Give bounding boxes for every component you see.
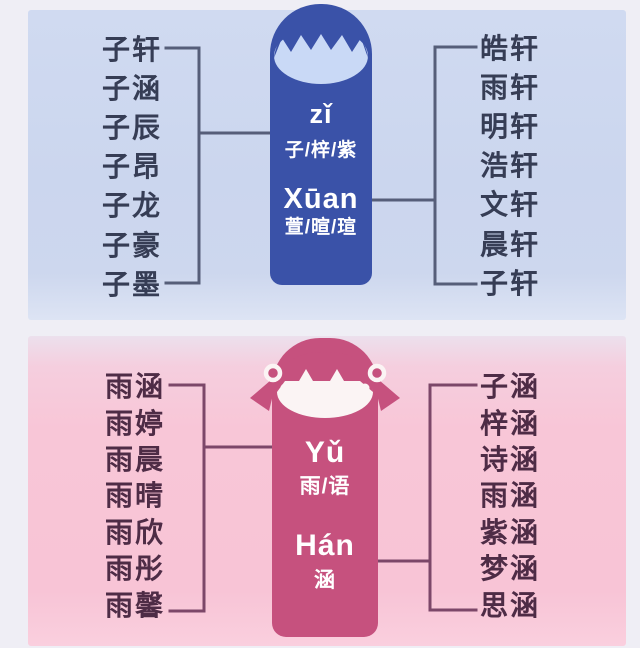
name-item: 雨涵 — [479, 480, 540, 512]
name-item: 子涵 — [479, 371, 540, 403]
banner-hanzi: 涵 — [314, 569, 336, 592]
girl-right-name-list: 子涵 梓涵 诗涵 雨涵 紫涵 梦涵 思涵 — [450, 367, 570, 622]
boy-face-icon — [274, 24, 368, 84]
girl-left-name-list: 雨涵 雨婷 雨晨 雨晴 雨欣 雨彤 雨馨 — [75, 367, 195, 622]
name-item: 雨涵 — [104, 371, 165, 403]
name-item: 晨轩 — [479, 228, 540, 260]
name-item: 雨婷 — [104, 407, 165, 439]
boy-right-name-list: 皓轩 雨轩 明轩 浩轩 文轩 晨轩 子轩 — [450, 27, 570, 301]
name-item: 子涵 — [101, 72, 162, 104]
name-item: 诗涵 — [479, 443, 540, 475]
name-item: 雨晴 — [104, 480, 165, 512]
name-item: 子昂 — [101, 151, 162, 183]
name-item: 子墨 — [101, 268, 162, 300]
name-item: 浩轩 — [479, 150, 540, 182]
name-item: 子龙 — [101, 190, 162, 222]
name-item: 雨轩 — [479, 71, 540, 103]
name-item: 子轩 — [479, 267, 540, 299]
banner-pinyin: Hán — [295, 529, 355, 562]
name-item: 子轩 — [101, 33, 162, 65]
boy-left-name-list: 子轩 子涵 子辰 子昂 子龙 子豪 子墨 — [72, 28, 192, 302]
name-item: 子豪 — [101, 229, 162, 261]
name-item: 雨晨 — [104, 443, 165, 475]
name-item: 子辰 — [101, 111, 162, 143]
name-item: 紫涵 — [479, 516, 540, 548]
banner-hanzi: 萱/暄/瑄 — [284, 217, 358, 238]
name-item: 梓涵 — [479, 407, 540, 439]
name-item: 梦涵 — [479, 553, 540, 585]
girl-face-icon — [250, 352, 400, 418]
banner-hanzi: 雨/语 — [299, 475, 351, 498]
name-item: 明轩 — [479, 110, 540, 142]
boy-name-banner: zǐ 子/梓/紫 Xūan 萱/暄/瑄 — [270, 4, 372, 285]
banner-hanzi: 子/梓/紫 — [284, 140, 358, 161]
girl-name-banner: Yǔ 雨/语 Hán 涵 — [250, 338, 400, 637]
name-item: 雨彤 — [104, 553, 165, 585]
name-item: 皓轩 — [479, 32, 540, 64]
banner-pinyin: zǐ — [309, 99, 333, 129]
name-item: 文轩 — [479, 189, 540, 221]
name-item: 思涵 — [479, 589, 540, 621]
banner-pinyin: Xūan — [283, 183, 359, 215]
name-item: 雨馨 — [104, 589, 165, 621]
name-item: 雨欣 — [104, 516, 165, 548]
banner-pinyin: Yǔ — [304, 436, 346, 469]
